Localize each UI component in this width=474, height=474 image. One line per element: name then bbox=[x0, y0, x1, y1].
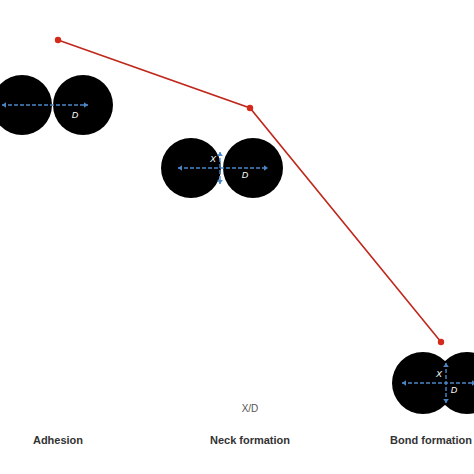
dimension-line bbox=[219, 152, 220, 184]
particle-outline bbox=[392, 352, 474, 414]
trend-line bbox=[58, 40, 441, 342]
particle-pair: XD bbox=[160, 137, 286, 199]
arrow-head bbox=[443, 399, 449, 403]
stage-label: Bond formation bbox=[390, 434, 472, 447]
dimension-symbol: X bbox=[210, 154, 216, 164]
data-point bbox=[438, 339, 444, 345]
dimension-line bbox=[2, 104, 88, 105]
data-point bbox=[55, 37, 61, 43]
arrow-head bbox=[217, 180, 223, 184]
axis-label: X/D bbox=[242, 402, 259, 415]
dimension-line bbox=[445, 363, 446, 403]
dimension-symbol: D bbox=[451, 385, 458, 395]
particle-outline bbox=[0, 74, 114, 136]
stage-label: Neck formation bbox=[210, 434, 290, 447]
stage-label: Adhesion bbox=[33, 434, 83, 447]
dimension-symbol: D bbox=[72, 110, 79, 120]
dimension-line bbox=[402, 382, 474, 383]
arrow-head bbox=[217, 152, 223, 156]
dimension-line bbox=[178, 167, 268, 168]
arrow-head bbox=[178, 165, 182, 171]
arrow-head bbox=[2, 102, 6, 108]
particle-pair: D bbox=[0, 74, 114, 136]
arrow-head bbox=[472, 380, 474, 386]
particle-pair: XD bbox=[392, 352, 474, 414]
arrow-head bbox=[443, 363, 449, 367]
dimension-symbol: X bbox=[436, 369, 442, 379]
arrow-head bbox=[264, 165, 268, 171]
arrow-head bbox=[402, 380, 406, 386]
dimension-symbol: D bbox=[242, 170, 249, 180]
data-point bbox=[247, 105, 253, 111]
arrow-head bbox=[84, 102, 88, 108]
particle-outline bbox=[160, 137, 286, 199]
